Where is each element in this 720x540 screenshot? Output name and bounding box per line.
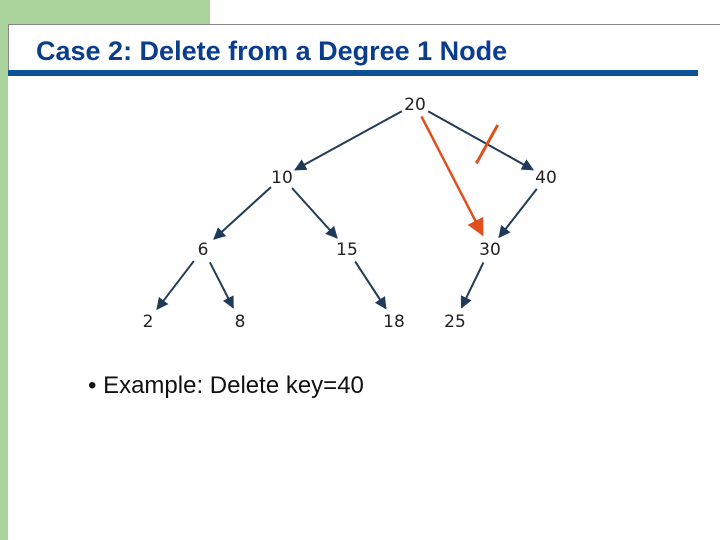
edge-n20-n40 (427, 110, 534, 171)
tree-node-6: 6 (198, 240, 209, 260)
tree-node-2: 2 (143, 312, 154, 332)
edge-n15-n18 (354, 261, 387, 310)
title-underline (8, 70, 698, 76)
bullet-text: Example: Delete key=40 (103, 372, 364, 399)
example-bullet: • Example: Delete key=40 (88, 372, 364, 400)
edge-n6-n8 (208, 261, 235, 309)
tree-node-8: 8 (235, 312, 246, 332)
cut-mark (475, 124, 500, 165)
edge-layer (156, 110, 538, 311)
tree-node-18: 18 (383, 312, 405, 332)
edge-n20-n10 (294, 110, 403, 171)
title-frame (8, 24, 720, 76)
tree-node-10: 10 (271, 168, 293, 188)
tree-node-30: 30 (479, 240, 501, 260)
edge-n30-n25 (460, 262, 485, 309)
new-link-edge (420, 115, 484, 237)
edge-n10-n6 (213, 186, 272, 240)
edge-n6-n2 (156, 260, 195, 311)
top-accent-tab (0, 0, 210, 24)
bullet-marker: • (88, 372, 97, 399)
slide-title: Case 2: Delete from a Degree 1 Node (36, 36, 508, 66)
tree-node-40: 40 (535, 168, 557, 188)
edge-n40-n30 (498, 188, 538, 239)
tree-node-25: 25 (444, 312, 466, 332)
left-accent-bar (0, 0, 8, 540)
node-layer: 20 10 40 6 15 30 2 8 18 25 (143, 95, 557, 332)
tree-node-15: 15 (336, 240, 358, 260)
tree-node-20: 20 (404, 95, 426, 115)
edge-n10-n15 (291, 187, 338, 239)
